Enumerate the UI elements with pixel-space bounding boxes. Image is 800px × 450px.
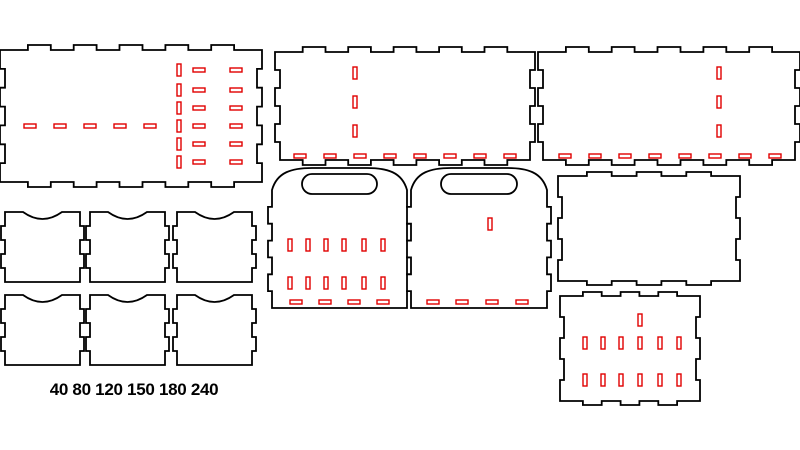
slot-vertical xyxy=(676,336,682,350)
divider-piece xyxy=(0,211,85,283)
slot-vertical xyxy=(657,336,663,350)
slot-vertical xyxy=(176,83,182,97)
slot-vertical xyxy=(176,119,182,133)
slot-horizontal xyxy=(558,153,572,159)
slot-horizontal xyxy=(229,87,243,93)
slot-vertical xyxy=(176,63,182,77)
slot-horizontal xyxy=(192,105,206,111)
slot-horizontal xyxy=(192,87,206,93)
slot-horizontal xyxy=(143,123,157,129)
slot-horizontal xyxy=(618,153,632,159)
slot-vertical xyxy=(352,95,358,109)
slot-horizontal xyxy=(413,153,427,159)
slot-vertical xyxy=(716,66,722,80)
slot-vertical xyxy=(287,276,293,290)
slot-vertical xyxy=(323,276,329,290)
slot-horizontal xyxy=(113,123,127,129)
slot-vertical xyxy=(176,137,182,151)
size-labels: 40 80 120 150 180 240 xyxy=(49,380,219,399)
slot-horizontal xyxy=(323,153,337,159)
slot-horizontal xyxy=(293,153,307,159)
slot-horizontal xyxy=(23,123,37,129)
slot-horizontal xyxy=(768,153,782,159)
divider-piece xyxy=(172,211,257,283)
slot-vertical xyxy=(361,238,367,252)
slot-horizontal xyxy=(503,153,517,159)
pieces-layer xyxy=(0,44,800,406)
divider-piece xyxy=(0,294,85,366)
panel-base-large xyxy=(0,44,263,188)
slot-vertical xyxy=(305,238,311,252)
handle-hole xyxy=(301,173,378,195)
handle-hole xyxy=(440,173,518,195)
slot-horizontal xyxy=(192,159,206,165)
slot-horizontal xyxy=(473,153,487,159)
slot-vertical xyxy=(582,373,588,387)
slot-vertical xyxy=(657,373,663,387)
slot-horizontal xyxy=(443,153,457,159)
slot-vertical xyxy=(341,238,347,252)
panel-wall-left xyxy=(274,46,536,166)
slot-vertical xyxy=(716,124,722,138)
divider-piece xyxy=(85,294,170,366)
slot-horizontal xyxy=(426,299,440,305)
slot-horizontal xyxy=(229,141,243,147)
slot-vertical xyxy=(637,313,643,327)
slot-vertical xyxy=(287,238,293,252)
divider-piece xyxy=(172,294,257,366)
slot-horizontal xyxy=(515,299,529,305)
panel-handle-right xyxy=(406,167,552,309)
slot-horizontal xyxy=(678,153,692,159)
slot-vertical xyxy=(618,373,624,387)
panel-side-plain xyxy=(557,171,741,286)
slot-vertical xyxy=(361,276,367,290)
slot-layer xyxy=(23,63,782,387)
slot-vertical xyxy=(380,276,386,290)
slot-vertical xyxy=(716,95,722,109)
slot-vertical xyxy=(380,238,386,252)
slot-horizontal xyxy=(588,153,602,159)
slot-vertical xyxy=(600,373,606,387)
slot-horizontal xyxy=(708,153,722,159)
slot-vertical xyxy=(323,238,329,252)
slot-vertical xyxy=(676,373,682,387)
slot-horizontal xyxy=(83,123,97,129)
slot-horizontal xyxy=(376,299,390,305)
slot-horizontal xyxy=(289,299,303,305)
slot-vertical xyxy=(176,155,182,169)
panel-side-slotted xyxy=(559,291,701,406)
slot-horizontal xyxy=(229,67,243,73)
slot-horizontal xyxy=(648,153,662,159)
slot-vertical xyxy=(176,101,182,115)
cutout-layer xyxy=(301,173,518,195)
slot-vertical xyxy=(637,373,643,387)
slot-vertical xyxy=(582,336,588,350)
slot-vertical xyxy=(341,276,347,290)
slot-horizontal xyxy=(229,105,243,111)
slot-vertical xyxy=(352,124,358,138)
slot-horizontal xyxy=(192,67,206,73)
slot-vertical xyxy=(487,217,493,231)
slot-vertical xyxy=(618,336,624,350)
slot-vertical xyxy=(305,276,311,290)
slot-vertical xyxy=(352,66,358,80)
slot-horizontal xyxy=(192,123,206,129)
slot-vertical xyxy=(637,336,643,350)
slot-horizontal xyxy=(455,299,469,305)
slot-horizontal xyxy=(229,123,243,129)
slot-horizontal xyxy=(192,141,206,147)
slot-horizontal xyxy=(485,299,499,305)
slot-horizontal xyxy=(229,159,243,165)
panel-wall-right xyxy=(537,46,800,166)
slot-horizontal xyxy=(53,123,67,129)
slot-vertical xyxy=(600,336,606,350)
slot-horizontal xyxy=(383,153,397,159)
slot-horizontal xyxy=(353,153,367,159)
slot-horizontal xyxy=(738,153,752,159)
slot-horizontal xyxy=(318,299,332,305)
slot-horizontal xyxy=(347,299,361,305)
divider-piece xyxy=(85,211,170,283)
